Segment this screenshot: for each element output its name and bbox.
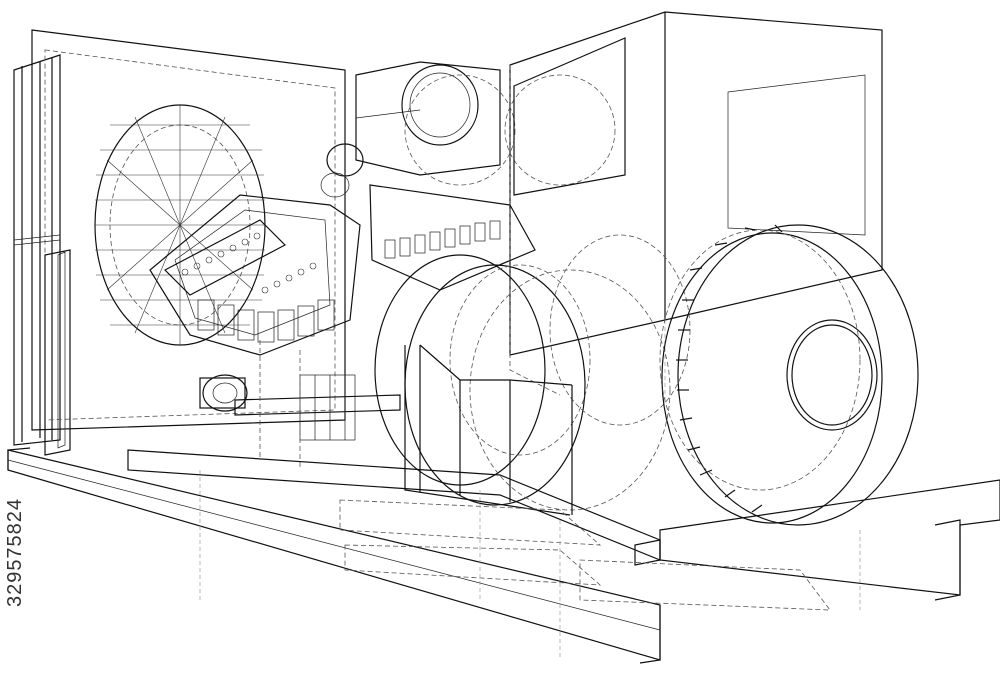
- alternator-end: [659, 224, 919, 526]
- control-cabinet: [509, 11, 883, 400]
- radiator-fan: [94, 104, 266, 346]
- base-skid: [7, 447, 1000, 664]
- radiator-frame: [13, 29, 346, 456]
- flywheel-housing: [374, 234, 691, 516]
- stock-id-watermark: 329575824: [2, 445, 30, 660]
- engine-block: [149, 184, 536, 470]
- header-tank: [320, 61, 616, 198]
- stock-id-text: 329575824: [4, 497, 27, 608]
